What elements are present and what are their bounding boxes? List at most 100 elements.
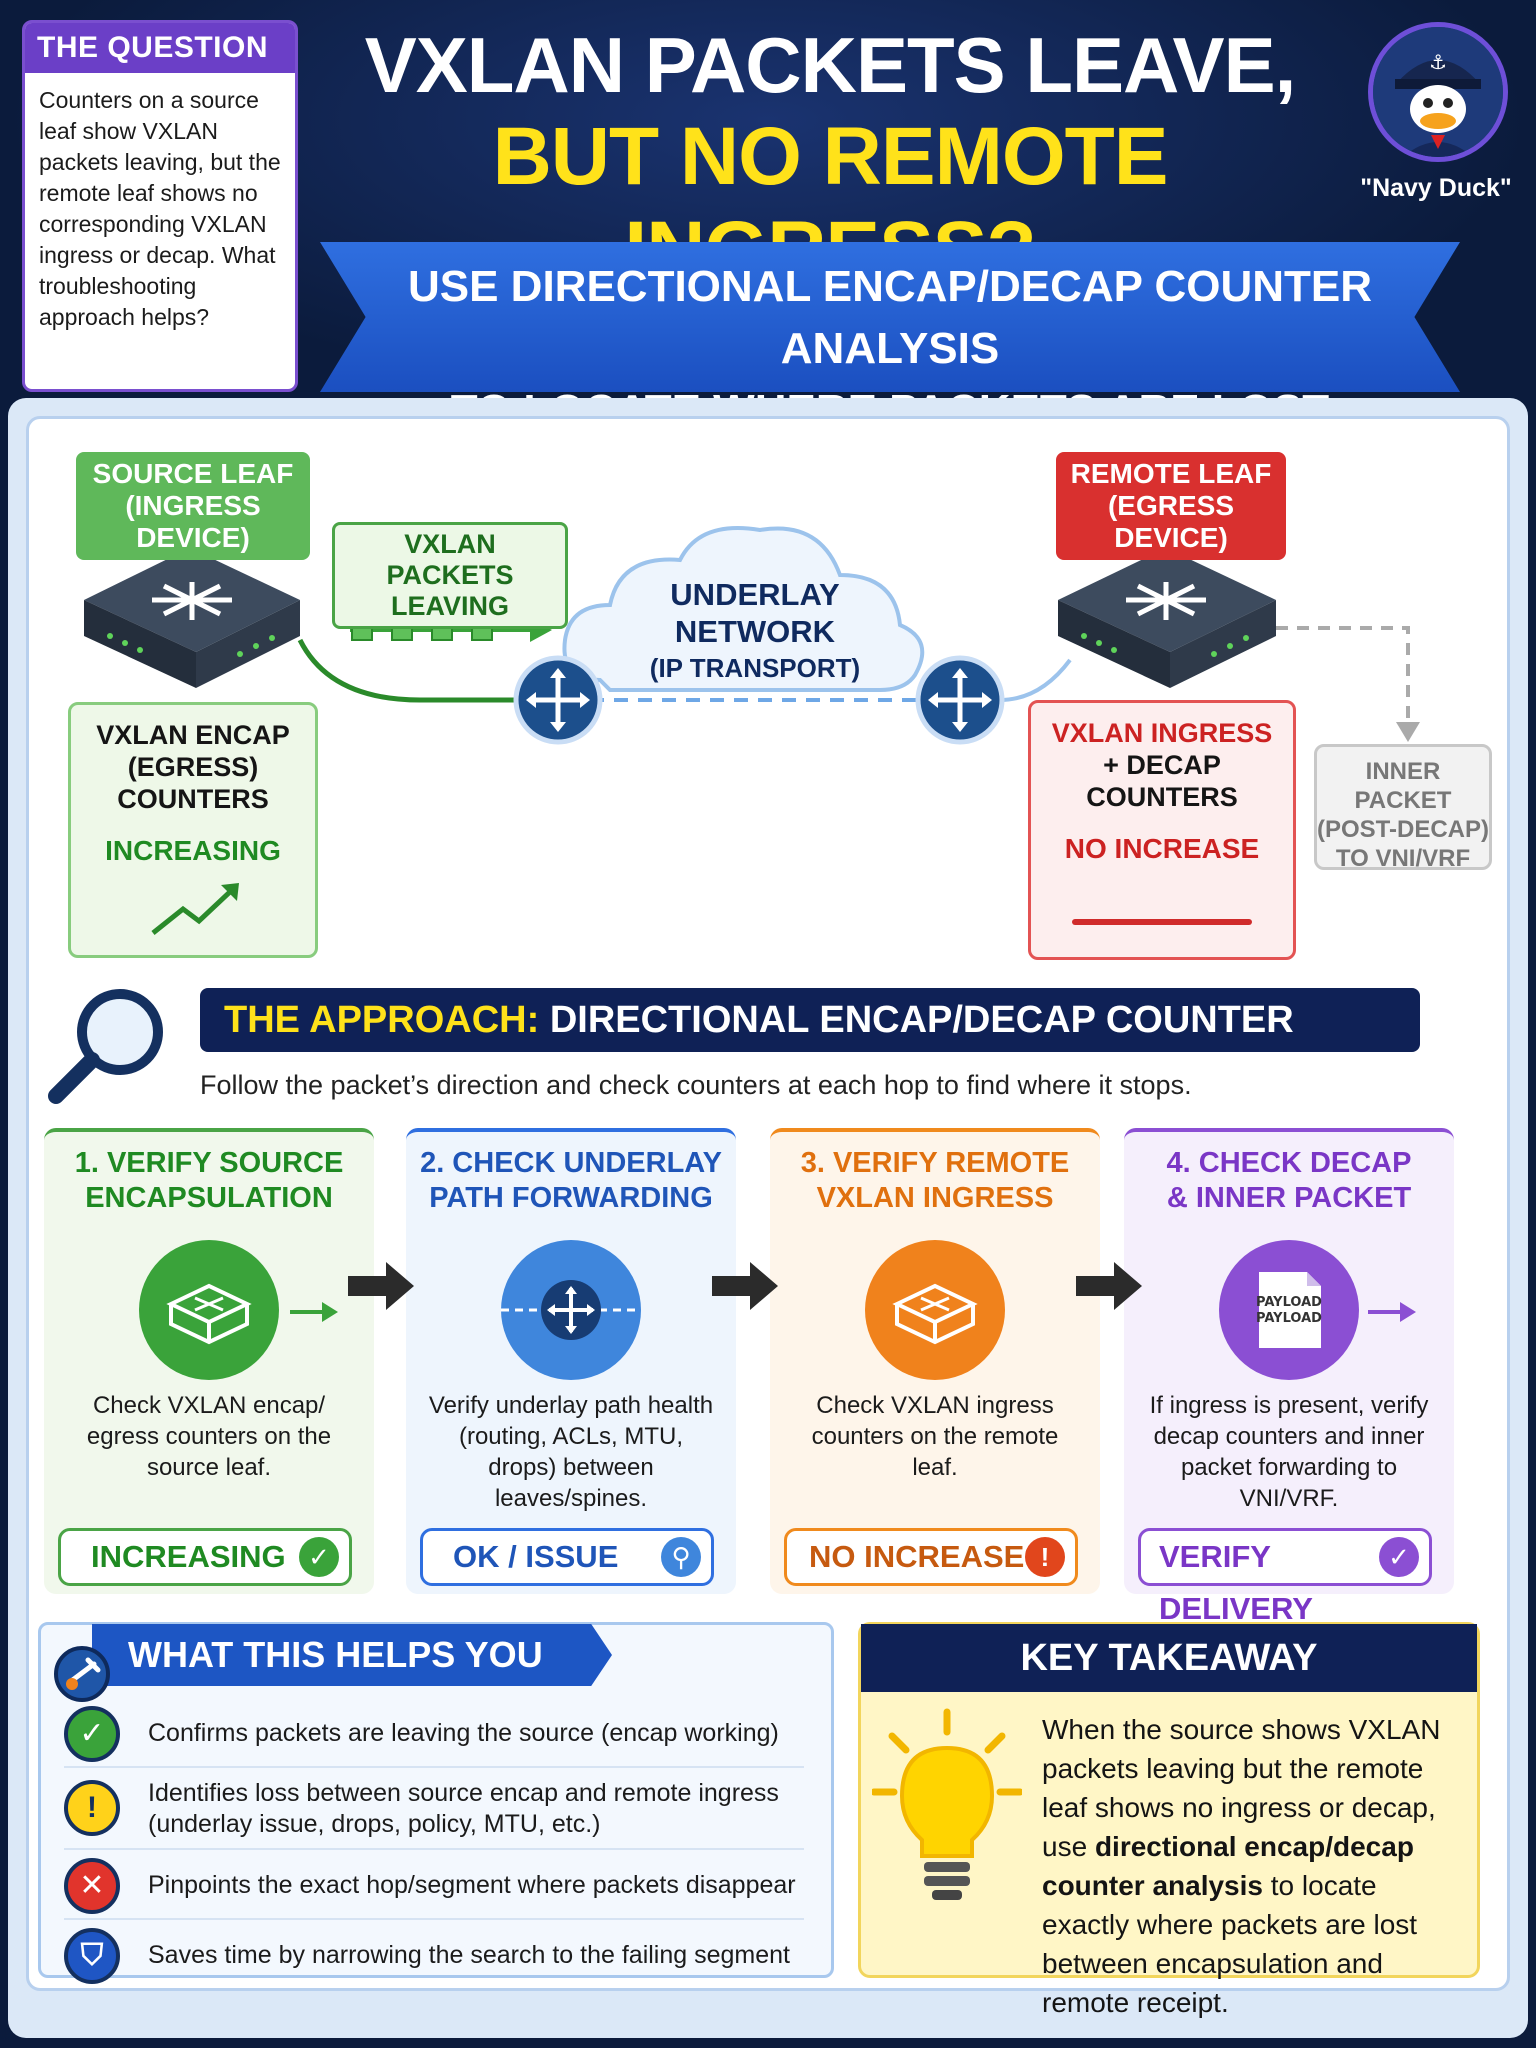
question-text: Counters on a source leaf show VXLAN pac… [39,87,281,330]
remote-switch-icon [1058,548,1276,688]
magnifier-icon-small: ⚲ [661,1537,701,1577]
help-item-text: Identifies loss between source encap and… [148,1779,779,1838]
inner-line1: INNER PACKET [1354,758,1452,814]
source-leaf-title: SOURCE LEAF [92,458,294,489]
cloud-line1: UNDERLAY [670,577,840,612]
takeaway-text-part2: to locate exactly where packets are lost… [1042,1870,1418,2018]
approach-subtitle: Follow the packet’s direction and check … [200,1070,1192,1100]
help-item-text: Saves time by narrowing the search to th… [148,1940,791,1969]
shield-icon: ⛉ [64,1928,120,1984]
warning-icon: ! [64,1780,120,1836]
router-icon-right [915,655,1005,745]
remote-leaf-title: REMOTE LEAF [1070,458,1272,489]
payload-document-icon: PAYLOAD PAYLOAD [1219,1240,1359,1380]
step-1: 1. VERIFY SOURCE ENCAPSULATION Check VXL… [44,1128,374,1594]
step-3: 3. VERIFY REMOTE VXLAN INGRESS Check VXL… [770,1128,1100,1594]
payload-line1: PAYLOAD [1256,1295,1322,1310]
mascot-label: "Navy Duck" [1360,174,1512,202]
step-1-title-line1: 1. VERIFY SOURCE [74,1147,344,1179]
remote-leaf-label: REMOTE LEAF (EGRESS DEVICE) [1056,452,1286,560]
payload-line2: PAYLOAD [1256,1311,1322,1326]
step-arrow-icon [1076,1262,1142,1310]
takeaway-text-bold: directional encap/decap counter analysis [1042,1831,1414,1901]
step-3-title-line2: VXLAN INGRESS [816,1182,1054,1214]
source-leaf-subtitle: (INGRESS DEVICE) [125,490,261,553]
takeaway-text-part1: When the source shows VXLAN packets leav… [1042,1714,1441,1862]
decap-line3: COUNTERS [1086,782,1238,812]
decap-status: NO INCREASE [1064,833,1260,864]
magnifier-icon [48,989,163,1104]
check-icon: ✓ [1379,1537,1419,1577]
trend-up-icon [151,883,239,935]
step-arrow-icon [348,1262,414,1310]
step-4-title-line2: & INNER PACKET [1166,1182,1412,1214]
router-icon-left [513,655,603,745]
inner-packet-path [1276,626,1410,730]
main-title-line1: VXLAN PACKETS LEAVE, [364,21,1297,109]
encap-line2: (EGRESS) [127,752,259,782]
step-4-status-label: VERIFY DELIVERY [1159,1539,1313,1626]
help-item: ✕ Pinpoints the exact hop/segment where … [64,1850,804,1920]
step-4-status: VERIFY DELIVERY ✓ [1138,1528,1432,1626]
step-4-title: 4. CHECK DECAP & INNER PACKET [1124,1132,1454,1216]
switch-icon [139,1240,279,1380]
encap-counter-title: VXLAN ENCAP (EGRESS) COUNTERS [71,705,315,815]
source-link [297,638,520,703]
banner-line1: USE DIRECTIONAL ENCAP/DECAP COUNTER ANAL… [407,262,1373,373]
step-4: 4. CHECK DECAP & INNER PACKET PAYLOAD PA… [1124,1128,1454,1626]
network-diagram [84,526,1420,745]
arrow-right-icon [1368,1302,1416,1322]
decap-counter-box: VXLAN INGRESS + DECAP COUNTERS NO INCREA… [1028,700,1296,960]
encap-line3: COUNTERS [117,784,269,814]
step-3-title: 3. VERIFY REMOTE VXLAN INGRESS [770,1132,1100,1216]
x-icon: ✕ [64,1858,120,1914]
arrow-right-icon [290,1302,338,1322]
approach-bar: THE APPROACH: DIRECTIONAL ENCAP/DECAP CO… [200,988,1420,1105]
takeaway-title: KEY TAKEAWAY [861,1624,1477,1692]
help-item: ✓ Confirms packets are leaving the sourc… [64,1698,804,1768]
help-item-text: Pinpoints the exact hop/segment where pa… [148,1870,796,1899]
decap-line2: + DECAP [1103,750,1221,780]
source-leaf-label: SOURCE LEAF (INGRESS DEVICE) [76,452,310,560]
toolkit-icon [54,1646,110,1702]
packets-leaving-line2: LEAVING [390,591,509,621]
step-1-title-line2: ENCAPSULATION [85,1182,333,1214]
step-1-title: 1. VERIFY SOURCE ENCAPSULATION [44,1132,374,1216]
check-icon: ✓ [64,1706,120,1762]
help-item: ⛉ Saves time by narrowing the search to … [64,1920,804,1990]
inner-line2: (POST-DECAP) [1317,816,1490,843]
step-2-status-label: OK / ISSUE [453,1539,619,1574]
underlay-cloud-label: UNDERLAY NETWORK (IP TRANSPORT) [630,576,880,687]
remote-leaf-subtitle: (EGRESS DEVICE) [1107,490,1235,553]
source-switch-icon [84,548,300,688]
step-arrow-icon [712,1262,778,1310]
decap-line1: VXLAN INGRESS [1051,718,1273,748]
encap-status: INCREASING [105,835,281,866]
flat-line-icon [1072,919,1252,925]
step-1-status: INCREASING ✓ [58,1528,352,1586]
step-2-title: 2. CHECK UNDERLAY PATH FORWARDING [406,1132,736,1216]
step-1-description: Check VXLAN encap/ egress counters on th… [86,1392,332,1481]
subtitle-banner [320,242,1460,392]
helps-title: WHAT THIS HELPS YOU FIND [92,1624,612,1686]
check-icon: ✓ [299,1537,339,1577]
warning-icon: ! [1025,1537,1065,1577]
question-card: THE QUESTION Counters on a source leaf s… [22,20,298,392]
approach-prefix: THE APPROACH: [224,999,540,1041]
packets-leaving-label: VXLAN PACKETS LEAVING [332,522,568,629]
help-item-text: Confirms packets are leaving the source … [148,1718,779,1747]
svg-text:⚓: ⚓ [1429,50,1447,74]
step-4-title-line1: 4. CHECK DECAP [1166,1147,1412,1179]
step-2-title-line2: PATH FORWARDING [429,1182,713,1214]
step-3-status: NO INCREASE? ! [784,1528,1078,1586]
step-2-status: OK / ISSUE ⚲ [420,1528,714,1586]
approach-title: DIRECTIONAL ENCAP/DECAP COUNTER ANALYSIS [224,999,1294,1105]
step-4-description: If ingress is present, verify decap coun… [1149,1392,1429,1512]
step-3-status-label: NO INCREASE? [809,1539,1044,1574]
inner-packet-box: INNER PACKET (POST-DECAP) TO VNI/VRF [1314,744,1492,872]
decap-counter-title: VXLAN INGRESS + DECAP COUNTERS [1031,703,1293,813]
inner-line3: TO VNI/VRF [1335,845,1471,872]
help-item: ! Identifies loss between source encap a… [64,1768,804,1850]
takeaway-text: When the source shows VXLAN packets leav… [1042,1710,1462,2022]
underlay-cloud-icon [562,526,925,692]
